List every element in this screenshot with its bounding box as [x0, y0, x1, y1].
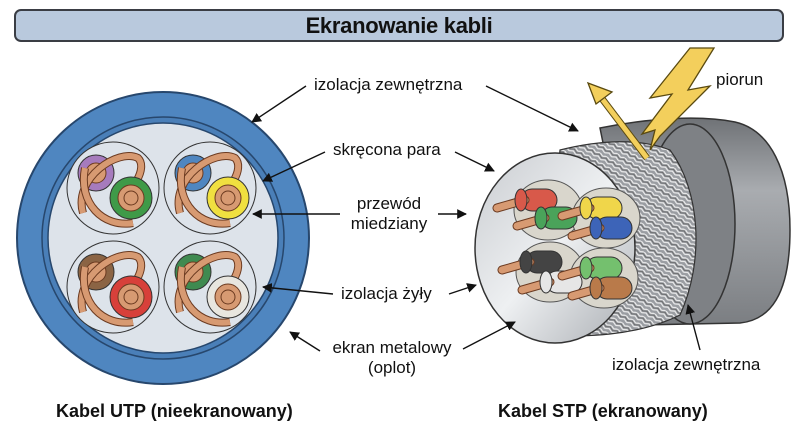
label-copper-wire-line1: przewód [356, 194, 422, 213]
label-copper-wire: przewód miedziany [344, 194, 434, 234]
arrow-twisted-pair-stp [454, 151, 495, 172]
stp-wire [557, 196, 623, 221]
twisted-pair [66, 141, 160, 235]
twisted-pair [163, 141, 257, 235]
wire [206, 176, 250, 220]
caption-stp: Kabel STP (ekranowany) [498, 401, 708, 421]
label-twisted-pair: skręcona para [333, 140, 441, 159]
wire [206, 275, 250, 319]
arrow-shield-stp [462, 321, 516, 350]
arrow-outer-insulation-bottom [685, 304, 701, 351]
label-wire-insulation: izolacja żyły [341, 284, 432, 303]
label-lightning: piorun [716, 70, 764, 89]
stp-wire [567, 276, 633, 301]
arrow-shield-utp [289, 331, 321, 352]
reflection-arrow-icon [586, 81, 650, 161]
title-bar: Ekranowanie kabli [14, 9, 784, 42]
arrow-outer-insulation-utp [251, 85, 307, 123]
lightning-bolt-icon [640, 47, 716, 151]
caption-utp: Kabel UTP (nieekranowany) [56, 401, 293, 421]
stp-wire [557, 256, 623, 281]
page-title: Ekranowanie kabli [305, 12, 493, 38]
leader-lines [251, 85, 701, 352]
wire [109, 275, 153, 319]
twisted-pair [163, 240, 257, 334]
label-copper-wire-line2: miedziany [350, 214, 428, 233]
stp-cable [474, 117, 791, 344]
utp-cable [16, 91, 310, 385]
wire [109, 176, 153, 220]
stp-wire [567, 216, 633, 241]
arrow-outer-insulation-stp [485, 85, 579, 132]
arrow-wire-insulation-utp [262, 283, 334, 295]
stp-wire [497, 250, 563, 275]
twisted-pair [66, 240, 160, 334]
label-metal-shield-line1: ekran metalowy [332, 338, 452, 357]
arrow-wire-insulation-stp [448, 283, 477, 295]
label-outer-insulation-bottom: izolacja zewnętrzna [612, 355, 761, 374]
label-metal-shield-line2: (oplot) [367, 358, 417, 377]
arrow-twisted-pair-utp [262, 151, 326, 182]
label-metal-shield: ekran metalowy (oplot) [322, 338, 462, 378]
label-outer-insulation-top: izolacja zewnętrzna [314, 75, 463, 94]
stp-wire [492, 188, 558, 213]
